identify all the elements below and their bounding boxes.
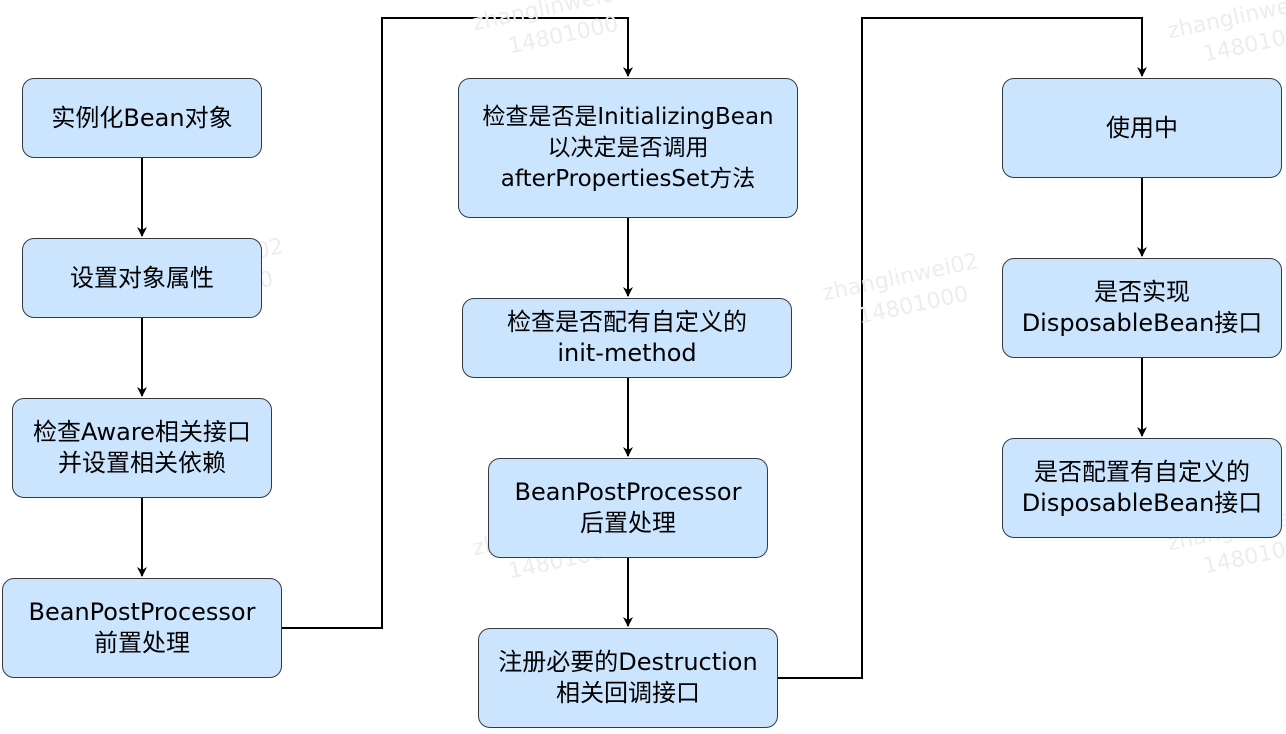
- node-label: 检查是否是InitializingBean: [482, 103, 774, 130]
- node-check-aware: 检查Aware相关接口 并设置相关依赖: [12, 398, 272, 498]
- node-label: 注册必要的Destruction: [498, 648, 758, 676]
- edge-register-destruction-to-in-use: [778, 17, 1147, 679]
- node-set-properties: 设置对象属性: [22, 238, 262, 318]
- node-label: BeanPostProcessor: [514, 478, 742, 506]
- node-check-initializing-bean: 检查是否是InitializingBean 以决定是否调用 afterPrope…: [458, 78, 798, 218]
- node-in-use: 使用中: [1002, 78, 1282, 178]
- node-label: DisposableBean接口: [1021, 309, 1263, 337]
- node-label: afterPropertiesSet方法: [500, 165, 756, 192]
- node-label: 前置处理: [94, 629, 190, 657]
- node-label: BeanPostProcessor: [28, 598, 256, 626]
- node-label: 实例化Bean对象: [51, 103, 233, 132]
- node-label: 检查是否配有自定义的: [507, 308, 747, 336]
- node-label: 以决定是否调用: [547, 134, 709, 161]
- node-label: 相关回调接口: [556, 679, 700, 707]
- node-label: 使用中: [1106, 113, 1178, 142]
- node-check-disposable-bean: 是否实现 DisposableBean接口: [1002, 258, 1282, 358]
- node-check-init-method: 检查是否配有自定义的 init-method: [462, 298, 792, 378]
- node-label: 后置处理: [580, 509, 676, 537]
- node-label: init-method: [557, 339, 697, 367]
- node-label: 是否实现: [1094, 278, 1190, 306]
- node-label: 并设置相关依赖: [58, 449, 226, 477]
- node-register-destruction: 注册必要的Destruction 相关回调接口: [478, 628, 778, 728]
- node-check-custom-destroy: 是否配置有自定义的 DisposableBean接口: [1002, 438, 1282, 538]
- node-label: 设置对象属性: [70, 263, 214, 292]
- node-label: 检查Aware相关接口: [33, 418, 251, 446]
- node-bpp-before: BeanPostProcessor 前置处理: [2, 578, 282, 678]
- node-bpp-after: BeanPostProcessor 后置处理: [488, 458, 768, 558]
- node-instantiate-bean: 实例化Bean对象: [22, 78, 262, 158]
- node-label: 是否配置有自定义的: [1034, 458, 1250, 486]
- edge-bpp-before-to-initializing-bean: [282, 17, 633, 629]
- node-label: DisposableBean接口: [1021, 489, 1263, 517]
